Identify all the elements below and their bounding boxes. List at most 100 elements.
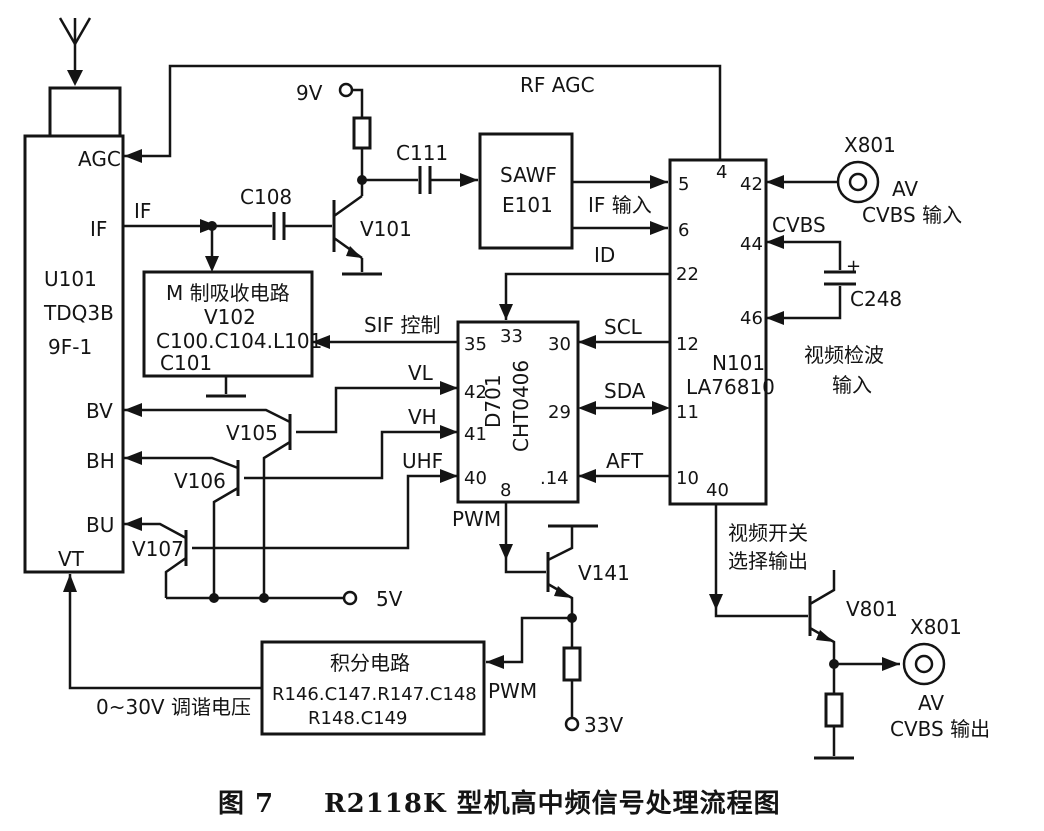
saw-filter-block <box>478 132 574 250</box>
n101-pin-10: 10 <box>676 468 699 489</box>
transistor-v106 <box>123 451 240 598</box>
n101-pin-44: 44 <box>740 234 763 255</box>
v141-label: V141 <box>578 561 630 585</box>
vl-line <box>296 381 458 434</box>
v101-label: V101 <box>360 217 412 241</box>
video-detect-label-2: 输入 <box>832 373 872 397</box>
d701-pin-30: 30 <box>548 334 571 355</box>
integrator-line2: R148.C149 <box>308 708 408 729</box>
uhf-line <box>192 469 458 550</box>
transistor-v101 <box>332 194 382 276</box>
d701-pin-40: 40 <box>464 468 487 489</box>
scl-label: SCL <box>604 315 643 339</box>
tuner-u101-block <box>23 134 125 574</box>
rf-agc-label: RF AGC <box>520 73 595 97</box>
d701-pin-41: 41 <box>464 424 487 445</box>
capacitor-c108 <box>272 212 332 240</box>
antenna-icon <box>58 17 92 86</box>
c111-label: C111 <box>396 141 448 165</box>
aft-label: AFT <box>606 449 644 473</box>
if-line-label: IF <box>134 199 151 223</box>
tuner-if-pin: IF <box>90 217 107 241</box>
id-line <box>499 272 670 320</box>
av-in-label: AV <box>892 177 918 201</box>
supply-5v-bus <box>166 590 358 606</box>
supply-5v-label: 5V <box>376 587 403 611</box>
ic-d701-block <box>456 320 580 504</box>
n101-pin-4: 4 <box>716 162 727 183</box>
integrator-title: 积分电路 <box>330 651 410 675</box>
resistor-v101-collector <box>352 88 418 196</box>
rf-agc-line <box>124 64 722 163</box>
d701-pin-42: 42 <box>464 382 487 403</box>
n101-pin-12: 12 <box>676 334 699 355</box>
v105-label: V105 <box>226 421 278 445</box>
absorb-title: M 制吸收电路 <box>166 281 290 305</box>
tuning-voltage-label: 0~30V 调谐电压 <box>96 695 251 719</box>
d701-pin-29: 29 <box>548 402 571 423</box>
supply-33v-label: 33V <box>584 713 623 737</box>
n101-pin-40: 40 <box>706 480 729 501</box>
v106-label: V106 <box>174 469 226 493</box>
transistor-v105 <box>123 403 292 598</box>
v107-label: V107 <box>132 537 184 561</box>
transistor-v801 <box>808 570 900 760</box>
figure-number: 图 7 <box>218 789 274 819</box>
vh-label: VH <box>408 405 437 429</box>
absorb-part2: C100.C104.L101 <box>156 329 322 353</box>
id-label: ID <box>594 243 615 267</box>
tuner-bv-pin: BV <box>86 399 113 423</box>
n101-pin-42: 42 <box>740 174 763 195</box>
tuner-name: U101 <box>44 267 97 291</box>
transistor-v141 <box>486 524 598 732</box>
scl-line <box>578 335 670 349</box>
tuner-model: TDQ3B <box>43 301 114 325</box>
capacitor-c248: + <box>766 235 861 325</box>
d701-name: D701 <box>481 374 505 428</box>
x801-out-label: X801 <box>910 615 962 639</box>
tuner-agc-pin: AGC <box>78 147 121 171</box>
n101-pin-11: 11 <box>676 402 699 423</box>
tuner-connector <box>48 86 122 138</box>
vh-line <box>244 425 458 480</box>
saw-part: E101 <box>502 193 553 217</box>
av-output-jack <box>902 642 946 686</box>
capacitor-c111 <box>418 166 478 194</box>
d701-pin-8: 8 <box>500 480 511 501</box>
tuner-bu-pin: BU <box>86 513 114 537</box>
cvbs-out-label: CVBS 输出 <box>890 717 990 741</box>
pwm2-label: PWM <box>488 679 537 703</box>
integrator-line1: R146.C147.R147.C148 <box>272 684 477 705</box>
n101-model: LA76810 <box>686 375 775 399</box>
ic-n101-block <box>668 158 768 506</box>
n101-pin-6: 6 <box>678 220 689 241</box>
tuner-vt-pin: VT <box>58 547 85 571</box>
d701-pin-33: 33 <box>500 326 523 347</box>
c248-label: C248 <box>850 287 902 311</box>
transistor-v107 <box>123 517 188 598</box>
figure-title: R2118K 型机高中频信号处理流程图 <box>324 788 781 819</box>
absorb-circuit-block <box>142 270 314 378</box>
video-switch-output-line <box>709 504 808 618</box>
vl-label: VL <box>408 361 434 385</box>
c108-label: C108 <box>240 185 292 209</box>
d701-model: CHT0406 <box>509 360 533 452</box>
n101-pin-5: 5 <box>678 174 689 195</box>
cvbs-in-label: CVBS 输入 <box>862 203 962 227</box>
pwm-label: PWM <box>452 507 501 531</box>
x801-in-label: X801 <box>844 133 896 157</box>
video-switch-label-1: 视频开关 <box>728 521 808 545</box>
supply-9v-terminal <box>338 82 354 98</box>
d701-pin-35: 35 <box>464 334 487 355</box>
n101-pin-22: 22 <box>676 264 699 285</box>
n101-pin-46: 46 <box>740 308 763 329</box>
saw-name: SAWF <box>500 163 557 187</box>
tuner-variant: 9F-1 <box>48 335 92 359</box>
n101-name: N101 <box>712 351 765 375</box>
if-input-label: IF 输入 <box>588 193 652 217</box>
video-detect-label-1: 视频检波 <box>804 343 884 367</box>
video-switch-label-2: 选择输出 <box>728 549 808 573</box>
d701-pin-14: .14 <box>540 468 569 489</box>
supply-9v-label: 9V <box>296 81 323 105</box>
